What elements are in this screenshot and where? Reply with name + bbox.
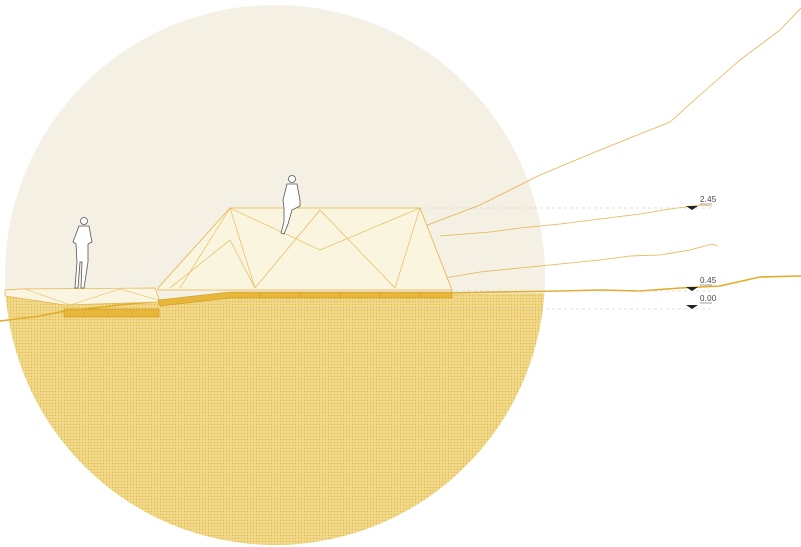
level-lines [240,207,712,310]
level-marker-000: 0.00 [686,294,717,309]
level-label-245: 2.45 [700,195,717,204]
level-label-045: 0.45 [700,276,717,285]
left-pontoon [63,308,160,318]
level-triangle-icon [686,206,698,210]
person-standing [72,217,93,289]
person-sitting [280,175,301,235]
pavilion-deck [157,291,453,307]
level-label-000: 0.00 [700,294,717,303]
pavilion-roof [157,207,453,291]
terrain-line-1 [424,7,801,227]
level-marker-045: 0.45 [686,276,717,291]
water-body [5,293,545,545]
left-platform [4,287,161,318]
level-triangle-icon [686,287,698,291]
terrain-line-3 [444,243,719,279]
level-marker-245: 2.45 [686,195,717,210]
pavilion [157,207,453,307]
level-triangle-icon [686,305,698,309]
